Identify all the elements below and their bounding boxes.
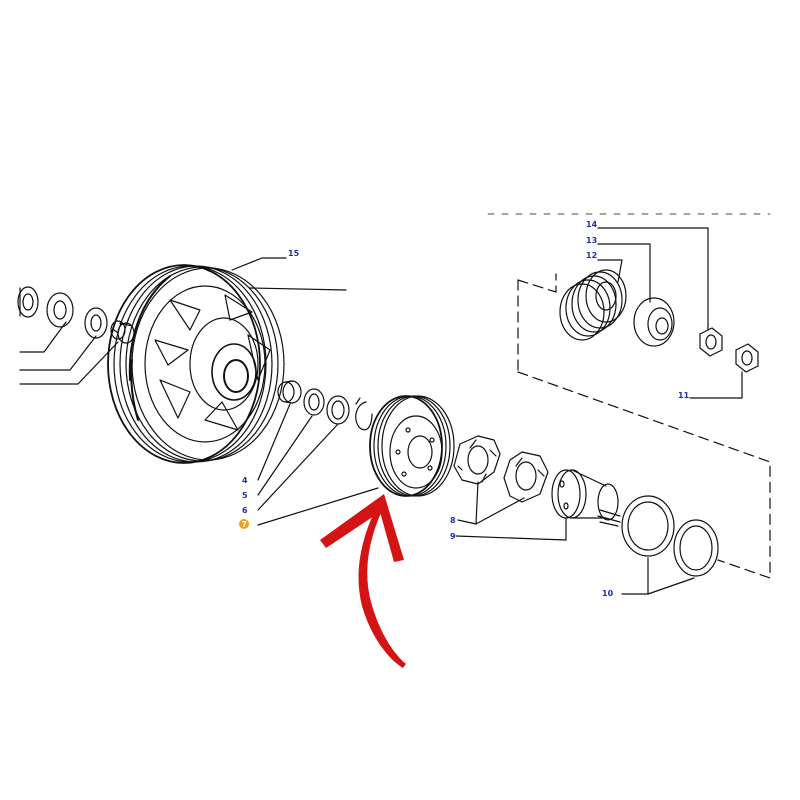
shim-washer-a [621, 495, 675, 557]
callout-7[interactable]: 7 [242, 520, 248, 529]
callout-9[interactable]: 9 [450, 532, 456, 541]
coupling-element-a [453, 435, 501, 485]
spring-cup [633, 297, 675, 347]
leader-15 [249, 287, 347, 291]
nut-14 [699, 327, 723, 357]
shim-washer-b [673, 519, 719, 577]
washer-6 [326, 395, 350, 425]
highlight-badge-7 [239, 519, 249, 529]
snap-ring [355, 397, 373, 431]
callout-13[interactable]: 13 [586, 236, 597, 245]
left-edge-washer-partial [17, 286, 39, 318]
large-pulley [107, 264, 285, 464]
coupling-element-b [503, 451, 549, 503]
nut-11 [735, 343, 759, 373]
callout-15[interactable]: 15 [288, 249, 300, 258]
callout-5[interactable]: 5 [242, 491, 248, 500]
bushing-4 [277, 380, 302, 404]
callout-labels: 15 4 5 6 7 8 9 10 11 12 13 14 [239, 220, 690, 598]
callout-10[interactable]: 10 [602, 589, 614, 598]
spring-pack [559, 269, 627, 341]
callout-11[interactable]: 11 [678, 391, 690, 400]
callout-12[interactable]: 12 [586, 251, 597, 260]
callout-4[interactable]: 4 [242, 476, 248, 485]
small-pulley-7 [369, 395, 455, 497]
washer-5 [303, 388, 325, 416]
red-pointer-arrow [320, 494, 406, 668]
left-washer-a [46, 292, 74, 328]
callout-6[interactable]: 6 [242, 506, 248, 515]
left-washer-b [84, 307, 108, 339]
hub-flange [551, 469, 621, 527]
callout-8[interactable]: 8 [450, 516, 456, 525]
callout-14[interactable]: 14 [586, 220, 598, 229]
